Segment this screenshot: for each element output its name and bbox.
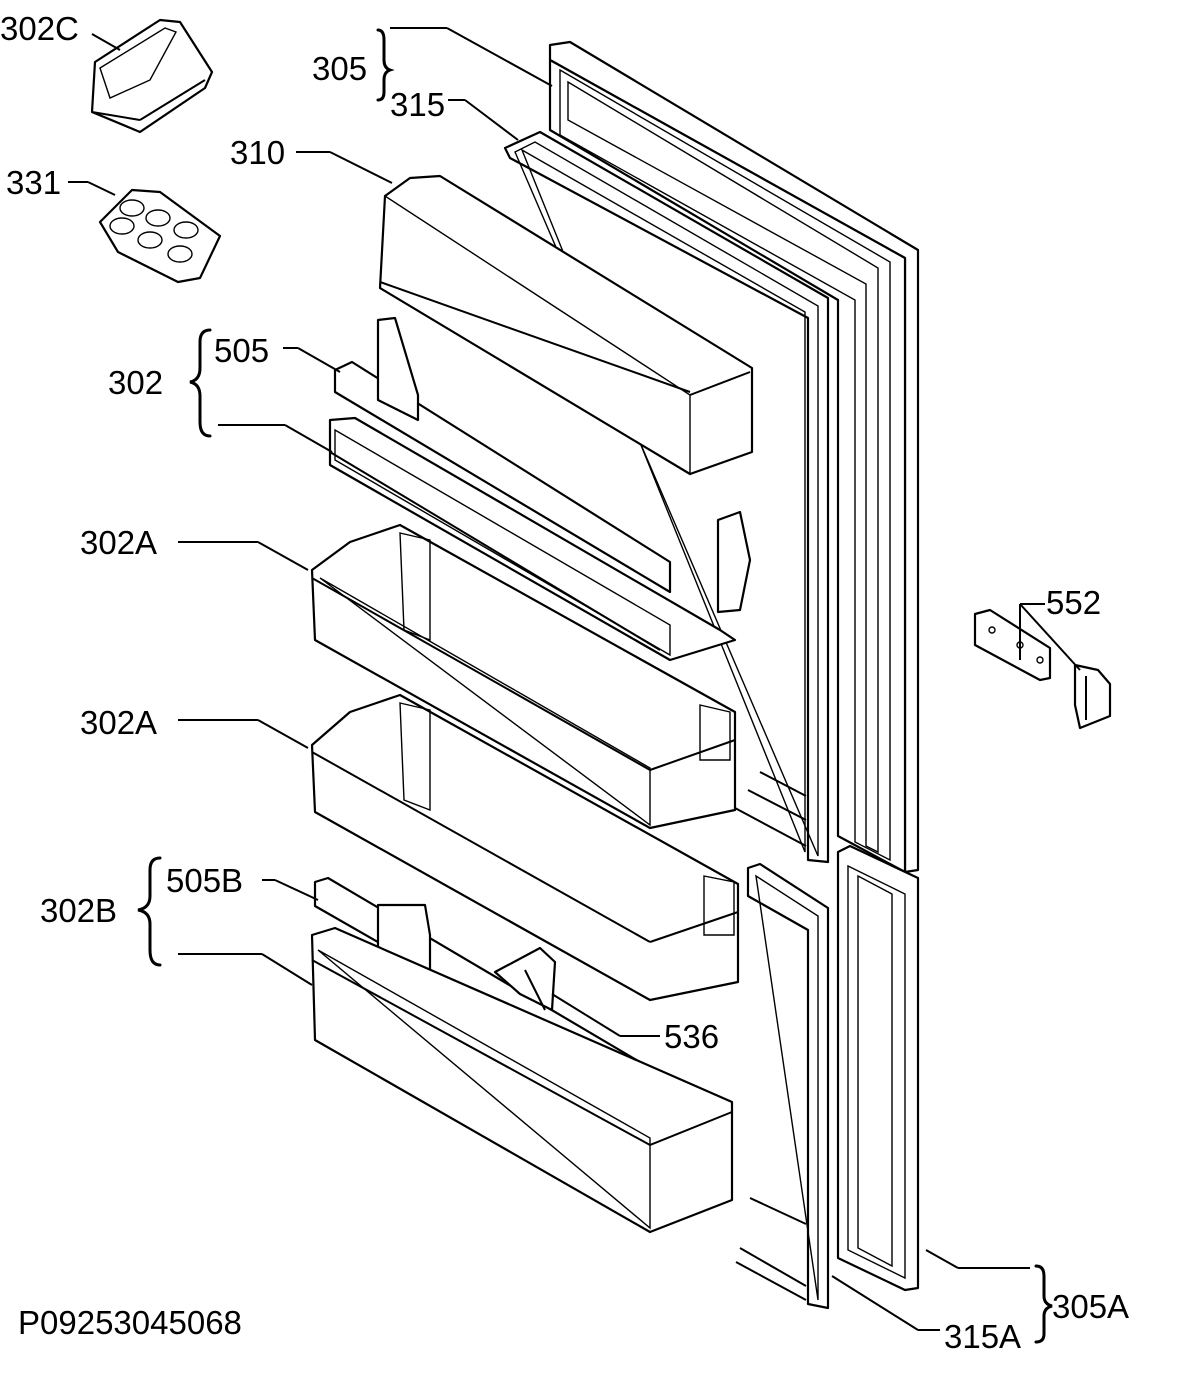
grouping-braces [137,28,1053,1344]
small-shelf-302c [90,18,214,134]
brace-302b [137,856,162,967]
dairy-lid-310 [378,174,754,476]
brace-305 [376,28,395,102]
label-302a-lower: 302A [80,704,157,741]
door-shelf-302b [310,876,734,1234]
door-shelf-302 [328,316,752,662]
label-552: 552 [1046,584,1101,621]
upper-gasket-315 [503,130,830,864]
leader-lines [68,27,1081,1331]
label-331: 331 [6,164,61,201]
egg-tray-331 [98,188,222,284]
hinge-552 [973,608,1112,730]
callout-labels: 302C 331 310 305 315 302 505 302A 302A 3… [0,10,1129,1355]
brace-305a [1034,1264,1053,1344]
label-305a: 305A [1052,1288,1129,1325]
label-315: 315 [390,86,445,123]
door-shelf-302a-upper [310,523,737,830]
brace-302 [189,328,212,438]
label-536: 536 [664,1018,719,1055]
door-shelf-302a-lower [310,693,740,1002]
label-505b: 505B [166,862,243,899]
label-302c: 302C [0,10,79,47]
label-305: 305 [312,50,367,87]
label-315a: 315A [944,1318,1021,1355]
label-310: 310 [230,134,285,171]
lower-gasket-315a [735,862,830,1310]
label-302b: 302B [40,892,117,929]
lower-door-305a [836,844,920,1292]
reference-code: P09253045068 [18,1304,242,1341]
label-302: 302 [108,364,163,401]
label-302a-upper: 302A [80,524,157,561]
label-505: 505 [214,332,269,369]
bottle-retainer-536 [493,946,557,1012]
upper-door-305 [548,40,920,874]
